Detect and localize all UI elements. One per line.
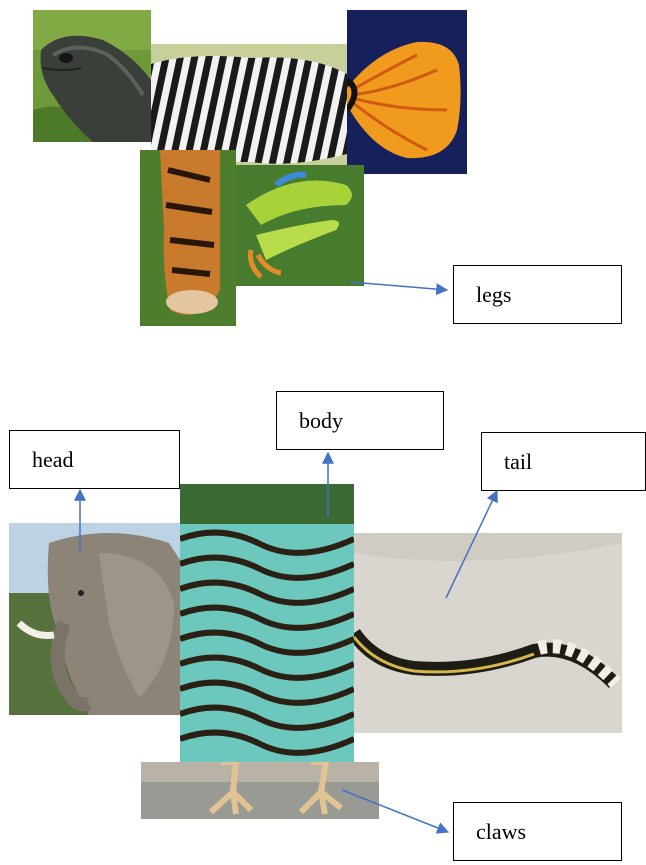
- elephant-head-photo: [9, 523, 182, 715]
- label-head-text: head: [32, 447, 74, 473]
- label-tail: tail: [481, 432, 646, 491]
- bird-claws-photo: [141, 762, 379, 819]
- frog-leg-photo: [236, 165, 364, 286]
- label-tail-text: tail: [504, 449, 532, 475]
- label-legs-text: legs: [476, 282, 511, 308]
- tiger-leg-photo: [140, 150, 236, 326]
- label-legs: legs: [453, 265, 622, 324]
- label-claws: claws: [453, 802, 622, 861]
- label-head: head: [9, 430, 180, 489]
- arrow-legs: [350, 282, 447, 290]
- snake-tail-photo: [354, 533, 622, 733]
- fish-tail-photo: [347, 10, 467, 174]
- label-body: body: [276, 391, 444, 450]
- turtle-head-photo: [33, 10, 151, 142]
- label-claws-text: claws: [476, 819, 526, 845]
- fish-body-photo: [180, 484, 354, 764]
- label-body-text: body: [299, 408, 343, 434]
